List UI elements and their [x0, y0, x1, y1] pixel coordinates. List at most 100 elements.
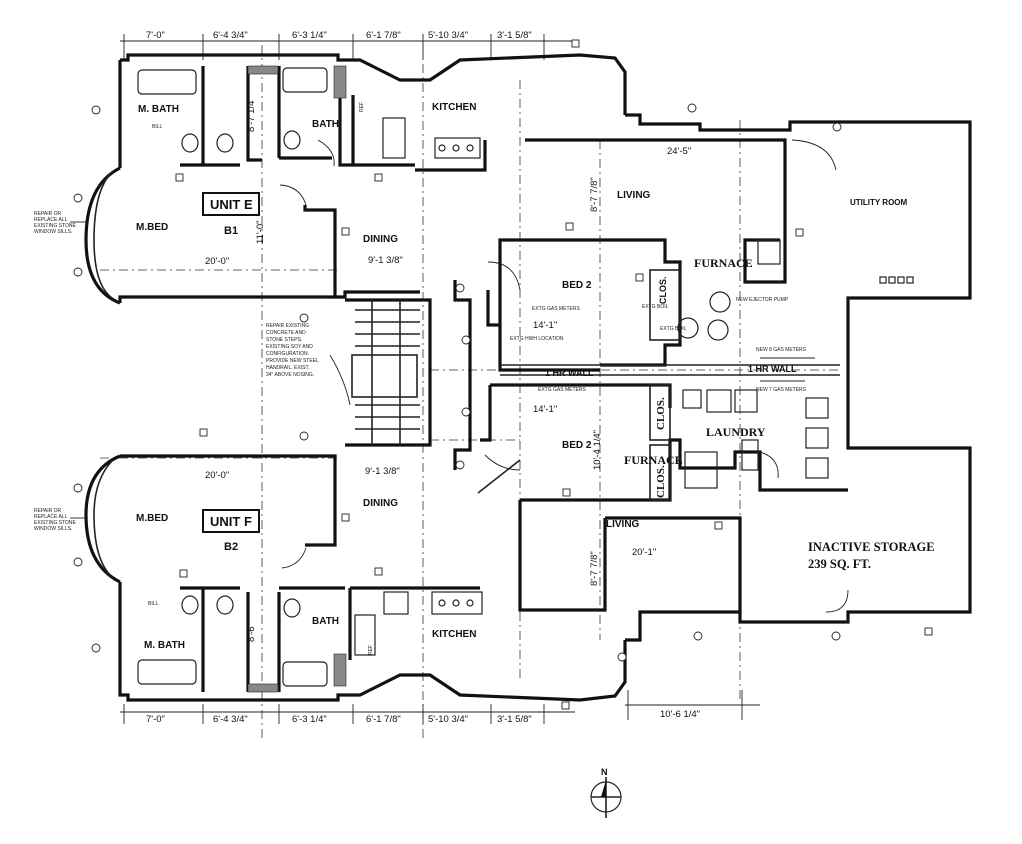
unit-f-walls [84, 454, 627, 702]
unit-e-walls [84, 53, 627, 305]
reference-tags [73, 39, 933, 710]
dim-dining-top: 9'-1 3/8" [368, 255, 403, 266]
dim-bottom-6: 3'-1 5/8" [497, 714, 532, 725]
annotations: REPAIR OR REPLACE ALL EXISTING STONE WIN… [34, 102, 914, 655]
dim-top-2: 6'-4 3/4" [213, 30, 248, 41]
note-steps-6: PROVIDE NEW STEEL [266, 358, 319, 364]
note-new-gas-meters-1: NEW 8 GAS METERS [756, 347, 807, 353]
dim-living-top-h: 8'-7 7/8" [589, 177, 600, 212]
note-repair-top-1: REPAIR OR [34, 211, 62, 217]
b1-label: B1 [224, 225, 238, 237]
dim-bed2-top-w: 14'-1" [533, 320, 557, 331]
note-ejector-pump: NEW EJECTOR PUMP [736, 297, 789, 303]
dim-bed2-bottom-w: 14'-1" [533, 404, 557, 415]
furnace-bottom-label: FURNACE [624, 453, 683, 467]
dim-mbed-bottom: 20'-0" [205, 470, 229, 481]
dim-top-3: 6'-3 1/4" [292, 30, 327, 41]
bath-top-label: BATH [312, 119, 339, 130]
north-label: N [601, 767, 608, 777]
dim-living-top-w: 24'-5" [667, 146, 691, 157]
dim-bottom-4: 6'-1 7/8" [366, 714, 401, 725]
note-repair-top-4: WINDOW SILLS. [34, 229, 72, 235]
dim-bottom-right: 10'-6 1/4" [660, 709, 700, 720]
note-bill-1: BILL [152, 124, 163, 130]
clos-label-3: CLOS. [655, 465, 667, 498]
unit-f-label: UNIT F [210, 514, 252, 529]
note-repair-bottom-2: REPLACE ALL [34, 514, 68, 520]
m-bed-top-label: M.BED [136, 222, 168, 233]
unit-e-label: UNIT E [210, 197, 253, 212]
dim-top-4: 6'-1 7/8" [366, 30, 401, 41]
m-bed-bottom-label: M.BED [136, 513, 168, 524]
m-bath-bottom-label: M. BATH [144, 640, 185, 651]
living-top-label: LIVING [617, 190, 651, 201]
interior-dimensions: 20'-0" 20'-0" 9'-1 3/8" 9'-1 3/8" 24'-5"… [205, 97, 691, 642]
clos-label-1: CLOS. [658, 276, 668, 304]
note-new-gas-meters-2: NEW 7 GAS METERS [756, 387, 807, 393]
m-bath-top-label: M. BATH [138, 104, 179, 115]
note-repair-bottom-4: WINDOW SILLS. [34, 526, 72, 532]
kitchen-top-label: KITCHEN [432, 102, 476, 113]
note-steps-3: STONE STEPS. [266, 337, 302, 343]
note-steps-2: CONCRETE AND [266, 330, 306, 336]
north-arrow: N [590, 767, 622, 818]
note-extg-boil-2: EXTG BOIL [660, 326, 687, 332]
inactive-storage-area: 239 SQ. FT. [808, 557, 871, 571]
hr-wall-top-label: 1 HR WALL [545, 368, 594, 378]
unit-e-box [202, 192, 260, 216]
note-steps-5: CONFIGURATION. [266, 351, 309, 357]
dim-top-1: 7'-0" [146, 30, 165, 41]
corridor [453, 261, 521, 494]
note-bill-2: BILL [148, 601, 159, 607]
dining-bottom-label: DINING [363, 498, 398, 509]
dim-dining-bottom: 9'-1 3/8" [365, 466, 400, 477]
note-gas-meters-1: EXTG GAS METERS [532, 306, 580, 312]
unit-e-fixtures [137, 67, 481, 206]
note-ref-1: REF [359, 102, 365, 112]
dim-mbed-top: 20'-0" [205, 256, 229, 267]
dim-top-5: 5'-10 3/4" [428, 30, 468, 41]
living-bottom-label: LIVING [606, 519, 640, 530]
bed2-top-label: BED 2 [562, 280, 592, 291]
note-repair-top-3: EXISTING STONE [34, 223, 77, 229]
unit-f-box [202, 509, 260, 533]
note-repair-bottom-1: REPAIR OR [34, 508, 62, 514]
dim-bottom-1: 7'-0" [146, 714, 165, 725]
top-dimension-string: 7'-0" 6'-4 3/4" 6'-3 1/4" 6'-1 7/8" 5'-1… [120, 30, 575, 60]
east-block-walls [480, 113, 972, 642]
laundry-label: LAUNDRY [706, 425, 766, 439]
note-extg-boil-1: EXTG BOIL [642, 304, 669, 310]
gas-meter-ticks [760, 276, 914, 382]
dim-bath-bottom-h: 8'-6" [246, 623, 257, 642]
bath-bottom-label: BATH [312, 616, 339, 627]
utility-room-label: UTILITY ROOM [850, 198, 908, 207]
dining-top-label: DINING [363, 234, 398, 245]
note-hwh: EXTG HWH LOCATION [510, 336, 564, 342]
unit-f-fixtures [137, 547, 483, 687]
central-stair [345, 298, 432, 447]
note-steps-4: EXISTING SOY AND [266, 344, 313, 350]
note-gas-meters-2: EXTG GAS METERS [538, 387, 586, 393]
kitchen-bottom-label: KITCHEN [432, 629, 476, 640]
inactive-storage-label: INACTIVE STORAGE [808, 540, 935, 554]
dim-unit-e-h: 11'-0" [255, 221, 266, 245]
note-steps-7: HANDRAIL. EXIST. [266, 365, 309, 371]
note-repair-top-2: REPLACE ALL [34, 217, 68, 223]
dim-top-6: 3'-1 5/8" [497, 30, 532, 41]
note-repair-bottom-3: EXISTING STONE [34, 520, 77, 526]
room-labels: UNIT E B1 UNIT F B2 M. BATH M. BATH BATH… [136, 102, 935, 651]
dim-mbath-top-h: 8'-7 1/4" [246, 97, 257, 132]
hr-wall-bottom-label: 1 HR WALL [748, 364, 797, 374]
note-steps-8: 34" ABOVE NOSING. [266, 372, 314, 378]
dim-bottom-2: 6'-4 3/4" [213, 714, 248, 725]
dim-living-bottom-w: 20'-1" [632, 547, 656, 558]
note-ref-2: REF [368, 645, 374, 655]
bottom-dimension-string: 7'-0" 6'-4 3/4" 6'-3 1/4" 6'-1 7/8" 5'-1… [120, 690, 760, 725]
dim-bed2-bottom-h: 10'-4 1/4" [592, 430, 603, 470]
dim-living-bottom-h: 8'-7 7/8" [589, 551, 600, 586]
b2-label: B2 [224, 541, 238, 553]
dim-bottom-5: 5'-10 3/4" [428, 714, 468, 725]
furnace-top-label: FURNACE [694, 256, 753, 270]
dim-bottom-3: 6'-3 1/4" [292, 714, 327, 725]
